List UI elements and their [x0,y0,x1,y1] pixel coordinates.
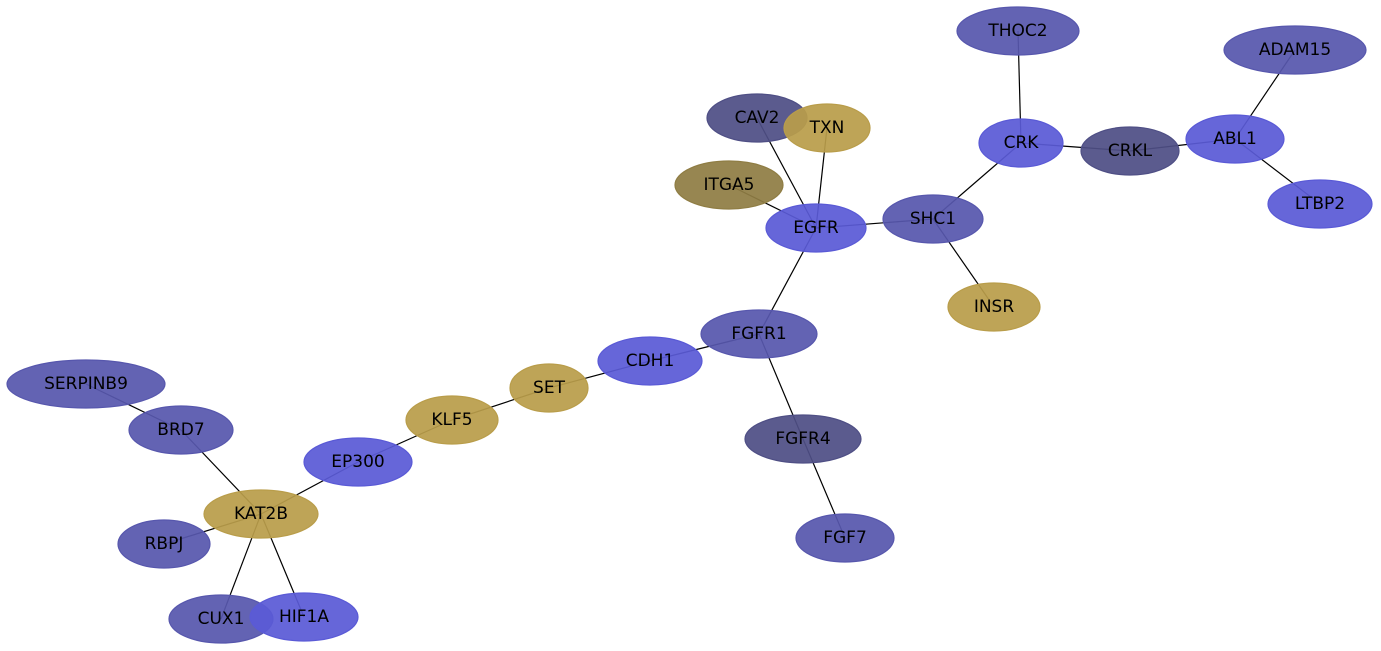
node-label-brd7: BRD7 [157,420,204,440]
node-fgfr1[interactable]: FGFR1 [700,309,818,359]
node-shape-insr[interactable] [947,282,1041,332]
node-ltbp2[interactable]: LTBP2 [1267,179,1373,229]
node-crk[interactable]: CRK [978,118,1064,168]
node-cav2[interactable]: CAV2 [706,93,808,143]
node-label-crk: CRK [1004,133,1040,153]
node-label-ep300: EP300 [331,452,384,472]
node-shape-ep300[interactable] [303,437,413,487]
node-shape-rbpj[interactable] [117,519,211,569]
node-shape-ltbp2[interactable] [1267,179,1373,229]
node-shape-set[interactable] [509,363,589,413]
node-shape-brd7[interactable] [128,405,234,455]
node-shape-egfr[interactable] [765,203,867,253]
node-label-crkl: CRKL [1108,141,1153,161]
node-shape-itga5[interactable] [674,160,784,210]
node-shape-serpinb9[interactable] [6,359,166,409]
node-shape-cdh1[interactable] [597,336,703,386]
node-serpinb9[interactable]: SERPINB9 [6,359,166,409]
node-thoc2[interactable]: THOC2 [956,6,1080,56]
node-shc1[interactable]: SHC1 [882,194,984,244]
node-label-fgf7: FGF7 [823,528,867,548]
node-label-kat2b: KAT2B [234,504,288,524]
node-rbpj[interactable]: RBPJ [117,519,211,569]
node-label-egfr: EGFR [793,218,839,238]
node-shape-shc1[interactable] [882,194,984,244]
node-shape-kat2b[interactable] [203,489,319,539]
node-label-shc1: SHC1 [910,209,956,229]
node-label-fgfr1: FGFR1 [731,324,786,344]
node-label-klf5: KLF5 [431,410,472,430]
node-label-ltbp2: LTBP2 [1295,194,1345,214]
node-shape-crk[interactable] [978,118,1064,168]
node-kat2b[interactable]: KAT2B [203,489,319,539]
node-shape-thoc2[interactable] [956,6,1080,56]
node-hif1a[interactable]: HIF1A [249,592,359,642]
node-brd7[interactable]: BRD7 [128,405,234,455]
node-fgf7[interactable]: FGF7 [795,513,895,563]
node-shape-hif1a[interactable] [249,592,359,642]
node-label-txn: TXN [809,118,845,138]
node-egfr[interactable]: EGFR [765,203,867,253]
node-adam15[interactable]: ADAM15 [1223,25,1367,75]
node-label-adam15: ADAM15 [1259,40,1331,60]
node-label-insr: INSR [974,297,1015,317]
node-shape-klf5[interactable] [405,395,499,445]
node-fgfr4[interactable]: FGFR4 [744,414,862,464]
node-label-set: SET [533,378,566,398]
node-cux1[interactable]: CUX1 [168,594,274,644]
node-label-itga5: ITGA5 [703,175,754,195]
node-label-abl1: ABL1 [1213,129,1257,149]
node-label-hif1a: HIF1A [279,607,329,627]
node-abl1[interactable]: ABL1 [1185,114,1285,164]
node-label-serpinb9: SERPINB9 [44,374,128,394]
node-klf5[interactable]: KLF5 [405,395,499,445]
node-shape-crkl[interactable] [1080,126,1180,176]
node-set[interactable]: SET [509,363,589,413]
node-label-rbpj: RBPJ [145,534,184,554]
node-label-cux1: CUX1 [198,609,245,629]
node-shape-fgfr1[interactable] [700,309,818,359]
node-shape-adam15[interactable] [1223,25,1367,75]
node-insr[interactable]: INSR [947,282,1041,332]
node-ep300[interactable]: EP300 [303,437,413,487]
node-label-fgfr4: FGFR4 [775,429,830,449]
node-label-thoc2: THOC2 [987,21,1047,41]
node-txn[interactable]: TXN [783,103,871,153]
node-itga5[interactable]: ITGA5 [674,160,784,210]
node-shape-abl1[interactable] [1185,114,1285,164]
node-crkl[interactable]: CRKL [1080,126,1180,176]
node-shape-fgfr4[interactable] [744,414,862,464]
node-shape-fgf7[interactable] [795,513,895,563]
node-shape-txn[interactable] [783,103,871,153]
node-label-cav2: CAV2 [735,108,780,128]
node-cdh1[interactable]: CDH1 [597,336,703,386]
node-label-cdh1: CDH1 [626,351,675,371]
